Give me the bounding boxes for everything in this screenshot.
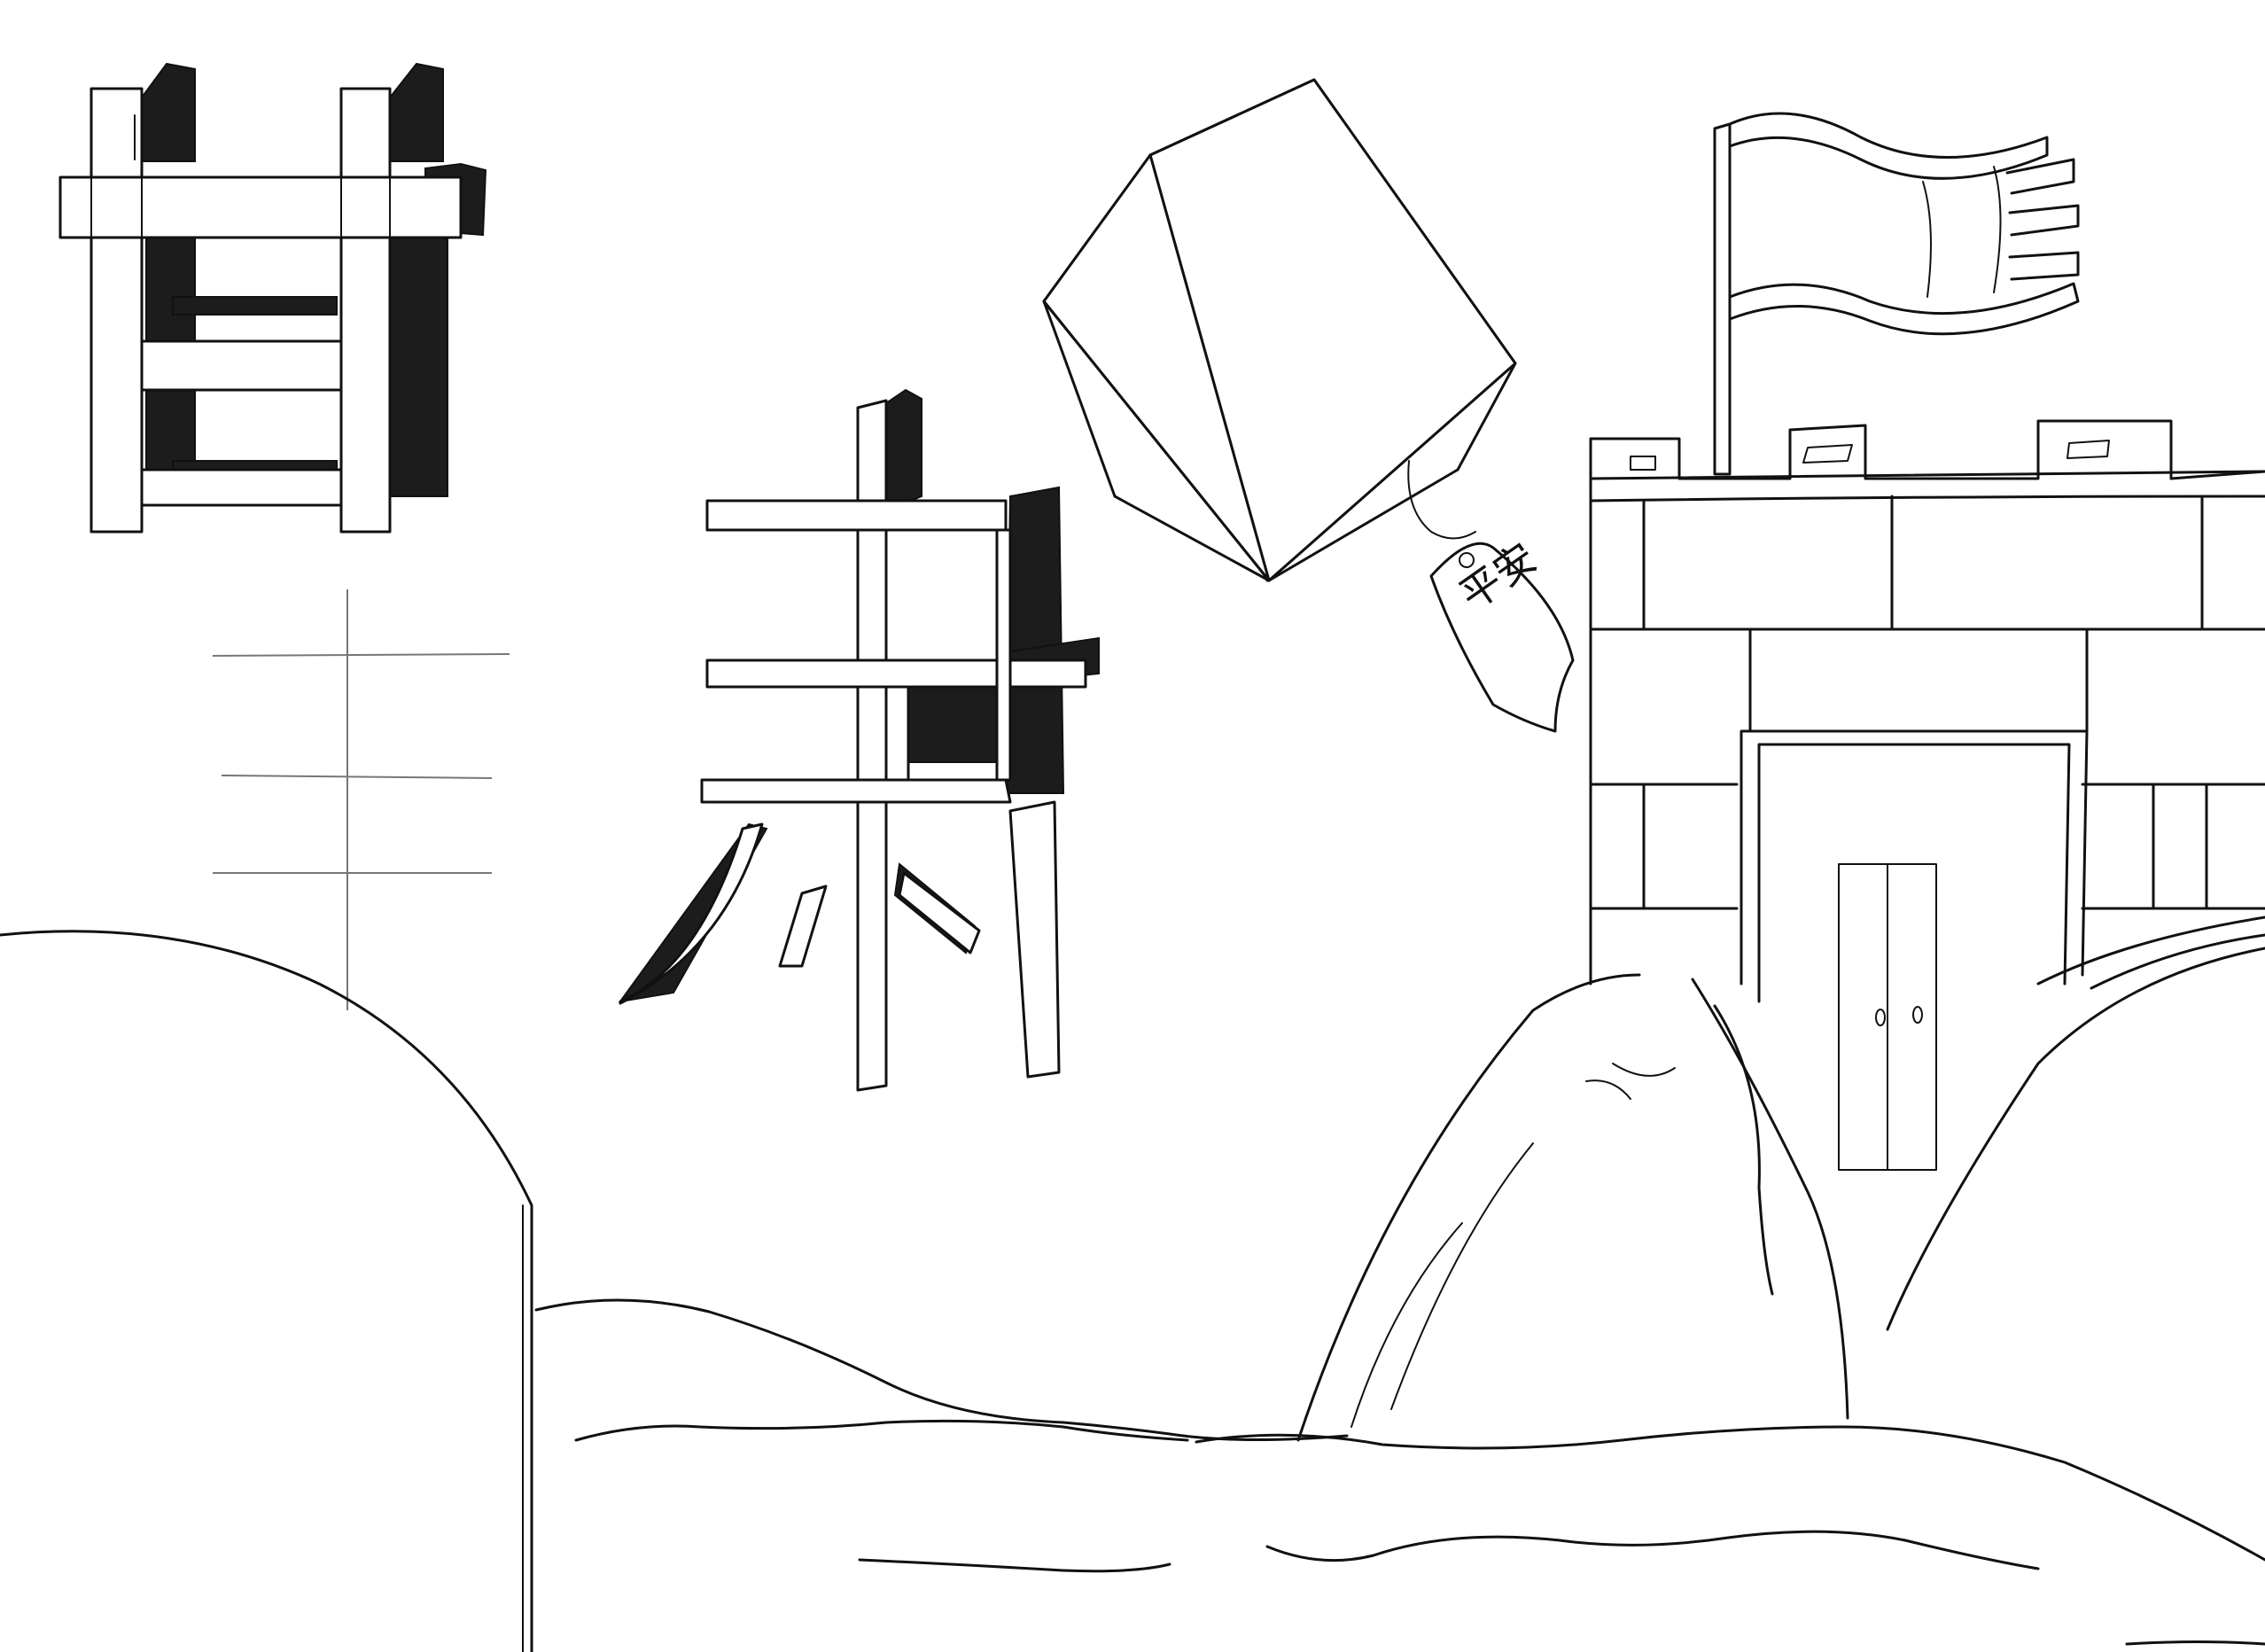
- block-character-su: [618, 388, 1100, 1092]
- flag: [1713, 112, 2080, 476]
- fortress-gate: [1589, 419, 2265, 1171]
- water-waves: [534, 1298, 2265, 1646]
- faint-guide-character: [212, 589, 510, 1010]
- left-hill: [0, 930, 533, 1652]
- amulet-tag: 平安: [1407, 460, 1575, 733]
- road-and-hill: [1296, 916, 2265, 1442]
- hanging-box: [1042, 78, 1517, 582]
- block-character-gan: [58, 62, 487, 534]
